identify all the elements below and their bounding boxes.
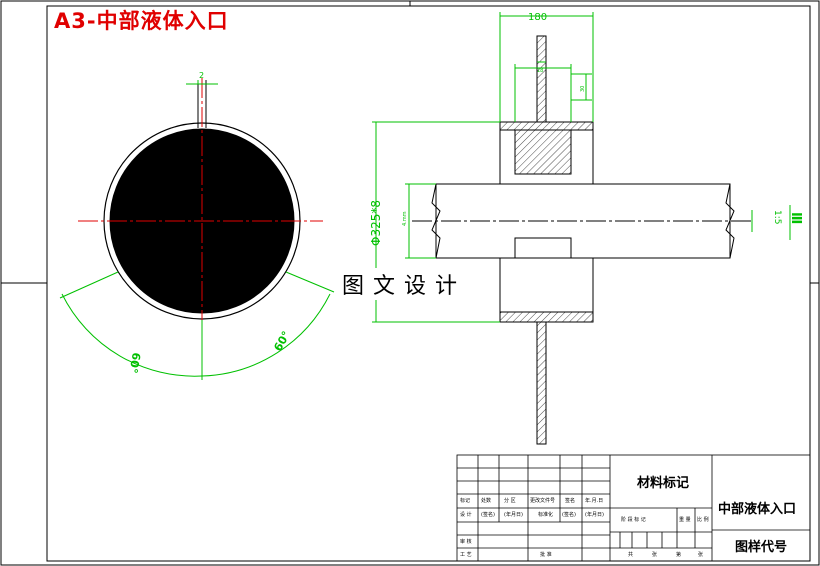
angle-ext (59, 271, 119, 299)
tb-approve: 批 准 (540, 552, 552, 558)
tb-sign-cell: (年月日) (504, 512, 523, 518)
tb-stage-cell: 阶 段 标 记 (621, 517, 646, 523)
dim-inner-a: 18 (537, 68, 543, 74)
dim-inner-c: 4.mm (402, 211, 408, 226)
drawing-code: 图样代号 (735, 540, 788, 555)
tb-header-cell: 分 区 (504, 498, 516, 504)
upper-plate-hatch (499, 121, 594, 131)
tb-sheet-cell: 张 (652, 552, 658, 558)
dim-inner-b: 30 (580, 86, 586, 92)
tb-sign-cell: (签名) (562, 512, 576, 518)
tb-sign-cell: (签名) (481, 512, 495, 518)
drawing-name: 中部液体入口 (718, 502, 797, 517)
tb-sheet-cell: 张 (698, 552, 704, 558)
tb-header-cell: 签名 (565, 498, 576, 504)
pipe-section-view (59, 78, 335, 380)
tb-review: 审 核 (460, 539, 472, 545)
tb-stage-cell: 比 例 (697, 517, 709, 523)
angle-arc-left (61, 293, 203, 377)
dim-angle-right: 60° (271, 329, 293, 354)
drawing-title: A3-中部液体入口 (54, 9, 229, 33)
dim-small-top: 2 (199, 71, 204, 80)
dim-angle-left: 60° (126, 351, 142, 374)
tb-process: 工 艺 (460, 552, 472, 558)
dim-diameter: Φ325*8 (369, 200, 383, 246)
break-line-right (725, 183, 735, 259)
tb-sheet-cell: 第 (676, 552, 682, 558)
tb-header-cell: 标记 (460, 498, 471, 504)
tb-sign-cell: (年月日) (585, 512, 604, 518)
lower-body (499, 257, 594, 323)
view-scale: 1:5 (772, 210, 782, 224)
material-mark: 材料标记 (637, 476, 690, 491)
view-roman: Ⅲ (788, 212, 803, 224)
tb-stage-cell: 重 量 (679, 517, 691, 523)
angle-arc-right (201, 293, 331, 377)
tb-header-cell: 更改文件号 (530, 498, 556, 504)
tb-sign-cell: 设 计 (460, 512, 472, 518)
watermark: 图文设计 (338, 268, 471, 300)
title-block (456, 454, 811, 562)
break-line-left (431, 183, 441, 259)
side-view (372, 12, 791, 445)
tb-sheet-cell: 共 (628, 552, 634, 558)
dim-width-top: 180 (528, 12, 547, 23)
tb-sign-cell: 标准化 (538, 512, 554, 518)
tb-header-cell: 处数 (481, 498, 492, 504)
upper-block-hatch (514, 129, 572, 175)
angle-ext (285, 271, 335, 293)
tb-header-cell: 年.月.日 (585, 498, 604, 504)
lower-plate-hatch (499, 311, 594, 323)
